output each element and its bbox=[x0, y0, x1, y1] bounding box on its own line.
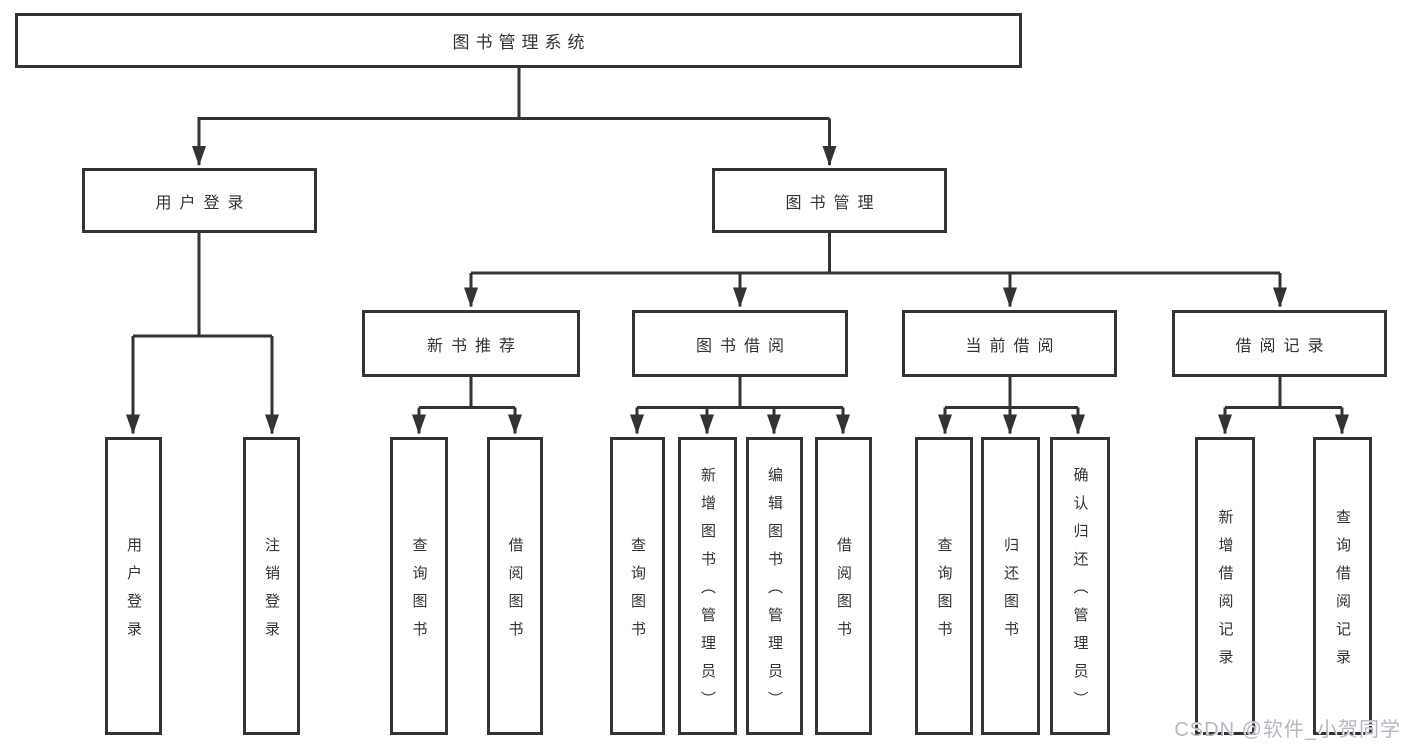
connector-recommend-split bbox=[412, 377, 522, 435]
leaf-logout: 注销登录 bbox=[243, 437, 300, 735]
leaf-user-login-label: 用户登录 bbox=[125, 536, 142, 649]
leaf-add-book-admin: 新增图书（管理员） bbox=[678, 437, 737, 735]
connector-root bbox=[192, 68, 837, 166]
leaf-confirm-return-admin: 确认归还（管理员） bbox=[1050, 437, 1110, 735]
leaf-query-borrow-record-label: 查询借阅记录 bbox=[1334, 508, 1351, 677]
leaf-borrow-books-recommend: 借阅图书 bbox=[487, 437, 543, 735]
leaf-logout-label: 注销登录 bbox=[263, 536, 280, 649]
leaf-return-book: 归还图书 bbox=[981, 437, 1040, 735]
node-borrow-records: 借阅记录 bbox=[1172, 310, 1387, 377]
leaf-borrow-books-borrow-label: 借阅图书 bbox=[835, 536, 852, 649]
connector-borrow-split bbox=[630, 377, 850, 435]
leaf-query-books-current: 查询图书 bbox=[915, 437, 973, 735]
csdn-watermark: CSDN @软件_小贺同学 bbox=[1174, 719, 1401, 741]
leaf-query-books-borrow: 查询图书 bbox=[610, 437, 665, 735]
node-current-borrow-label: 当前借阅 bbox=[965, 337, 1062, 355]
node-root: 图书管理系统 bbox=[15, 13, 1022, 68]
node-new-book-recommend-label: 新书推荐 bbox=[426, 337, 523, 355]
leaf-add-book-admin-label: 新增图书（管理员） bbox=[699, 466, 716, 719]
node-user-login: 用户登录 bbox=[82, 168, 317, 233]
node-book-mgmt-label: 图书管理 bbox=[785, 194, 882, 212]
node-book-borrow-label: 图书借阅 bbox=[695, 337, 792, 355]
leaf-borrow-books-borrow: 借阅图书 bbox=[815, 437, 872, 735]
leaf-return-book-label: 归还图书 bbox=[1002, 536, 1019, 649]
connector-user-subtree bbox=[126, 233, 279, 435]
leaf-edit-book-admin: 编辑图书（管理员） bbox=[746, 437, 803, 735]
leaf-user-login: 用户登录 bbox=[105, 437, 162, 735]
node-user-login-label: 用户登录 bbox=[155, 194, 252, 212]
leaf-query-books-current-label: 查询图书 bbox=[935, 536, 953, 649]
node-current-borrow: 当前借阅 bbox=[902, 310, 1117, 377]
node-root-label: 图书管理系统 bbox=[452, 33, 591, 52]
connector-mgmt-subtree bbox=[464, 233, 1287, 308]
leaf-query-books-recommend: 查询图书 bbox=[390, 437, 448, 735]
leaf-query-borrow-record: 查询借阅记录 bbox=[1313, 437, 1372, 735]
leaf-add-borrow-record-label: 新增借阅记录 bbox=[1216, 508, 1234, 677]
leaf-borrow-books-recommend-label: 借阅图书 bbox=[506, 536, 524, 649]
node-book-borrow: 图书借阅 bbox=[632, 310, 848, 377]
node-borrow-records-label: 借阅记录 bbox=[1235, 337, 1332, 355]
leaf-query-books-recommend-label: 查询图书 bbox=[410, 536, 428, 649]
node-new-book-recommend: 新书推荐 bbox=[362, 310, 580, 377]
connector-current-split bbox=[938, 377, 1085, 435]
connector-records-split bbox=[1218, 377, 1349, 435]
leaf-query-books-borrow-label: 查询图书 bbox=[629, 536, 646, 649]
leaf-edit-book-admin-label: 编辑图书（管理员） bbox=[766, 466, 783, 719]
leaf-add-borrow-record: 新增借阅记录 bbox=[1195, 437, 1255, 735]
leaf-confirm-return-admin-label: 确认归还（管理员） bbox=[1071, 466, 1089, 719]
node-book-mgmt: 图书管理 bbox=[712, 168, 947, 233]
